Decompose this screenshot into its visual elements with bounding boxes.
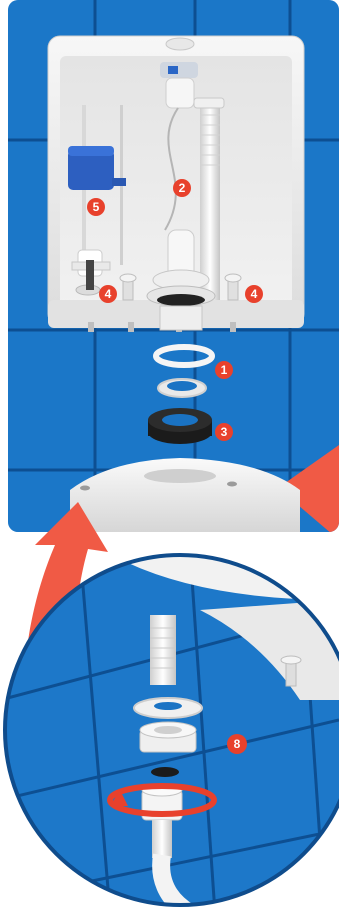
svg-text:5: 5 <box>93 200 100 214</box>
tank-washer <box>158 379 206 397</box>
badge-3: 3 <box>215 423 233 441</box>
svg-text:8: 8 <box>234 737 241 751</box>
badge-4-left: 4 <box>99 285 117 303</box>
svg-text:4: 4 <box>105 287 112 301</box>
badge-5: 5 <box>87 198 105 216</box>
svg-text:3: 3 <box>221 425 228 439</box>
badge-1: 1 <box>215 361 233 379</box>
badge-2: 2 <box>173 179 191 197</box>
badge-4-right: 4 <box>245 285 263 303</box>
svg-text:2: 2 <box>179 181 186 195</box>
svg-text:4: 4 <box>251 287 258 301</box>
badge-8: 8 <box>227 734 247 754</box>
sponge-gasket <box>148 408 212 444</box>
svg-text:1: 1 <box>221 363 228 377</box>
